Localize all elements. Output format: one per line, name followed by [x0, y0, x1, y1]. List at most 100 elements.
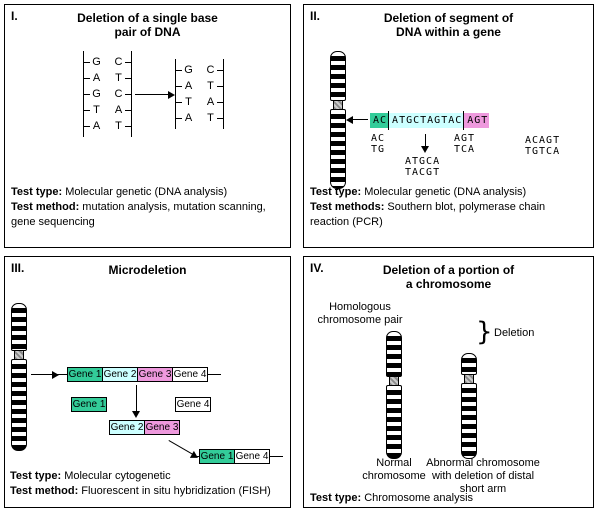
test-info: Test type: Molecular cytogenetic Test me… — [10, 469, 288, 499]
test-method-label: Test method: — [10, 485, 79, 497]
test-type-line: Test type: Molecular cytogenetic — [10, 469, 288, 484]
title-line: Deletion of segment of — [383, 11, 514, 25]
segment-divider — [388, 111, 390, 130]
base-left: A — [92, 120, 101, 132]
chromosome-long-arm — [386, 385, 402, 459]
fragment-left: AC TG — [371, 133, 385, 155]
centromere — [333, 100, 343, 110]
panel-chromosome-deletion: IV. Deletion of a portion of a chromosom… — [303, 256, 594, 508]
deletion-brace-icon: } — [476, 317, 493, 347]
panel-microdeletion: III. Microdeletion Gene 1 Gene 2 Gene 3 … — [4, 256, 291, 508]
gene-1-box: Gene 1 — [67, 367, 103, 382]
fragment-rejoined: ACAGT TGTCA — [525, 135, 560, 157]
panel-numeral: II. — [310, 9, 321, 23]
base-right: A — [206, 96, 215, 108]
fragment-strand-bottom: TG — [371, 144, 386, 155]
test-type-value: Molecular cytogenetic — [61, 470, 171, 482]
test-info: Test type: Molecular genetic (DNA analys… — [11, 185, 286, 230]
base-right: C — [114, 56, 123, 68]
base-left: T — [93, 104, 100, 116]
sequence-segment-deleted: ATGCTAGTAC — [389, 113, 464, 128]
excised-segment-arrow-icon — [421, 134, 429, 153]
base-right: T — [115, 120, 122, 132]
bond-tick — [125, 61, 131, 63]
test-info: Test type: Chromosome analysis — [310, 491, 589, 506]
chromosome-short-arm — [11, 303, 27, 351]
test-type-label: Test type: — [11, 186, 63, 198]
panel-numeral: IV. — [310, 261, 324, 275]
sequence-to-chromosome-arrow-icon — [346, 115, 368, 124]
base-right: C — [206, 64, 215, 76]
centromere — [389, 376, 399, 386]
fragment-strand-bottom: TACGT — [405, 167, 441, 178]
bond-tick — [84, 125, 90, 127]
test-type-value: Chromosome analysis — [361, 492, 474, 504]
bond-tick — [84, 93, 90, 95]
chromosome-long-arm — [11, 359, 27, 451]
chromosome-short-arm — [386, 331, 402, 377]
bond-tick — [176, 101, 182, 103]
base-left: G — [92, 56, 101, 68]
fragment-strand-top: AGT — [454, 133, 476, 144]
gene-3-box: Gene 3 — [144, 420, 180, 435]
bond-tick — [125, 125, 131, 127]
panel-title: Deletion of segment of DNA within a gene — [304, 11, 593, 39]
bond-tick — [176, 117, 182, 119]
base-right: C — [114, 88, 123, 100]
gene-4-box: Gene 4 — [172, 367, 208, 382]
fragment-strand-bottom: TGTCA — [525, 146, 561, 157]
base-right: T — [207, 80, 214, 92]
bond-tick — [217, 117, 223, 119]
test-type-line: Test type: Molecular genetic (DNA analys… — [310, 185, 589, 200]
gene-3-box: Gene 3 — [137, 367, 173, 382]
test-type-line: Test type: Chromosome analysis — [310, 491, 589, 506]
chromosome-long-arm — [461, 383, 477, 459]
label-line: Homologous — [329, 301, 391, 313]
bond-tick — [84, 77, 90, 79]
gene-1-box: Gene 1 — [199, 449, 235, 464]
title-line: a chromosome — [405, 277, 492, 291]
base-right: T — [115, 72, 122, 84]
normal-chromosome-label: Normal chromosome — [352, 457, 436, 483]
test-method-value: mutation analysis, mutation scanning, ge… — [11, 201, 266, 228]
chromosome-short-arm — [330, 51, 346, 101]
test-method-line: Test method: Fluorescent in situ hybridi… — [10, 484, 288, 499]
fragment-excised: ATGCA TACGT — [405, 156, 440, 178]
centromere — [14, 350, 24, 360]
fragment-strand-top: AC — [371, 133, 386, 144]
base-left: A — [92, 72, 101, 84]
chromosome-short-arm — [461, 353, 477, 375]
panel-numeral: III. — [11, 261, 25, 275]
bond-tick — [84, 61, 90, 63]
dna-sequence-bar: AC ATGCTAGTAC AGT — [370, 111, 490, 130]
abnormal-chromosome-ideogram — [461, 353, 477, 459]
deletion-label: Deletion — [494, 327, 535, 339]
fragment-strand-top: ACAGT — [525, 135, 561, 146]
test-methods-line: Test methods: Southern blot, polymerase … — [310, 200, 568, 230]
fragment-strand-top: ATGCA — [405, 156, 441, 167]
fragment-right: AGT TCA — [454, 133, 475, 155]
fragment-strand-bottom: TCA — [454, 144, 476, 155]
panel-title: Microdeletion — [108, 263, 187, 277]
test-type-label: Test type: — [310, 492, 362, 504]
title-line: pair of DNA — [114, 25, 181, 39]
bond-tick — [176, 69, 182, 71]
test-methods-value: Southern blot, polymerase chain reaction… — [310, 201, 546, 228]
gene-4-box: Gene 4 — [234, 449, 270, 464]
gene-4-box: Gene 4 — [175, 397, 211, 412]
chromosome-long-arm — [330, 109, 346, 189]
base-left: A — [184, 80, 193, 92]
chromosome-ideogram — [11, 303, 27, 451]
zoom-arrow-icon — [31, 370, 59, 379]
gene-2-box: Gene 2 — [102, 367, 138, 382]
